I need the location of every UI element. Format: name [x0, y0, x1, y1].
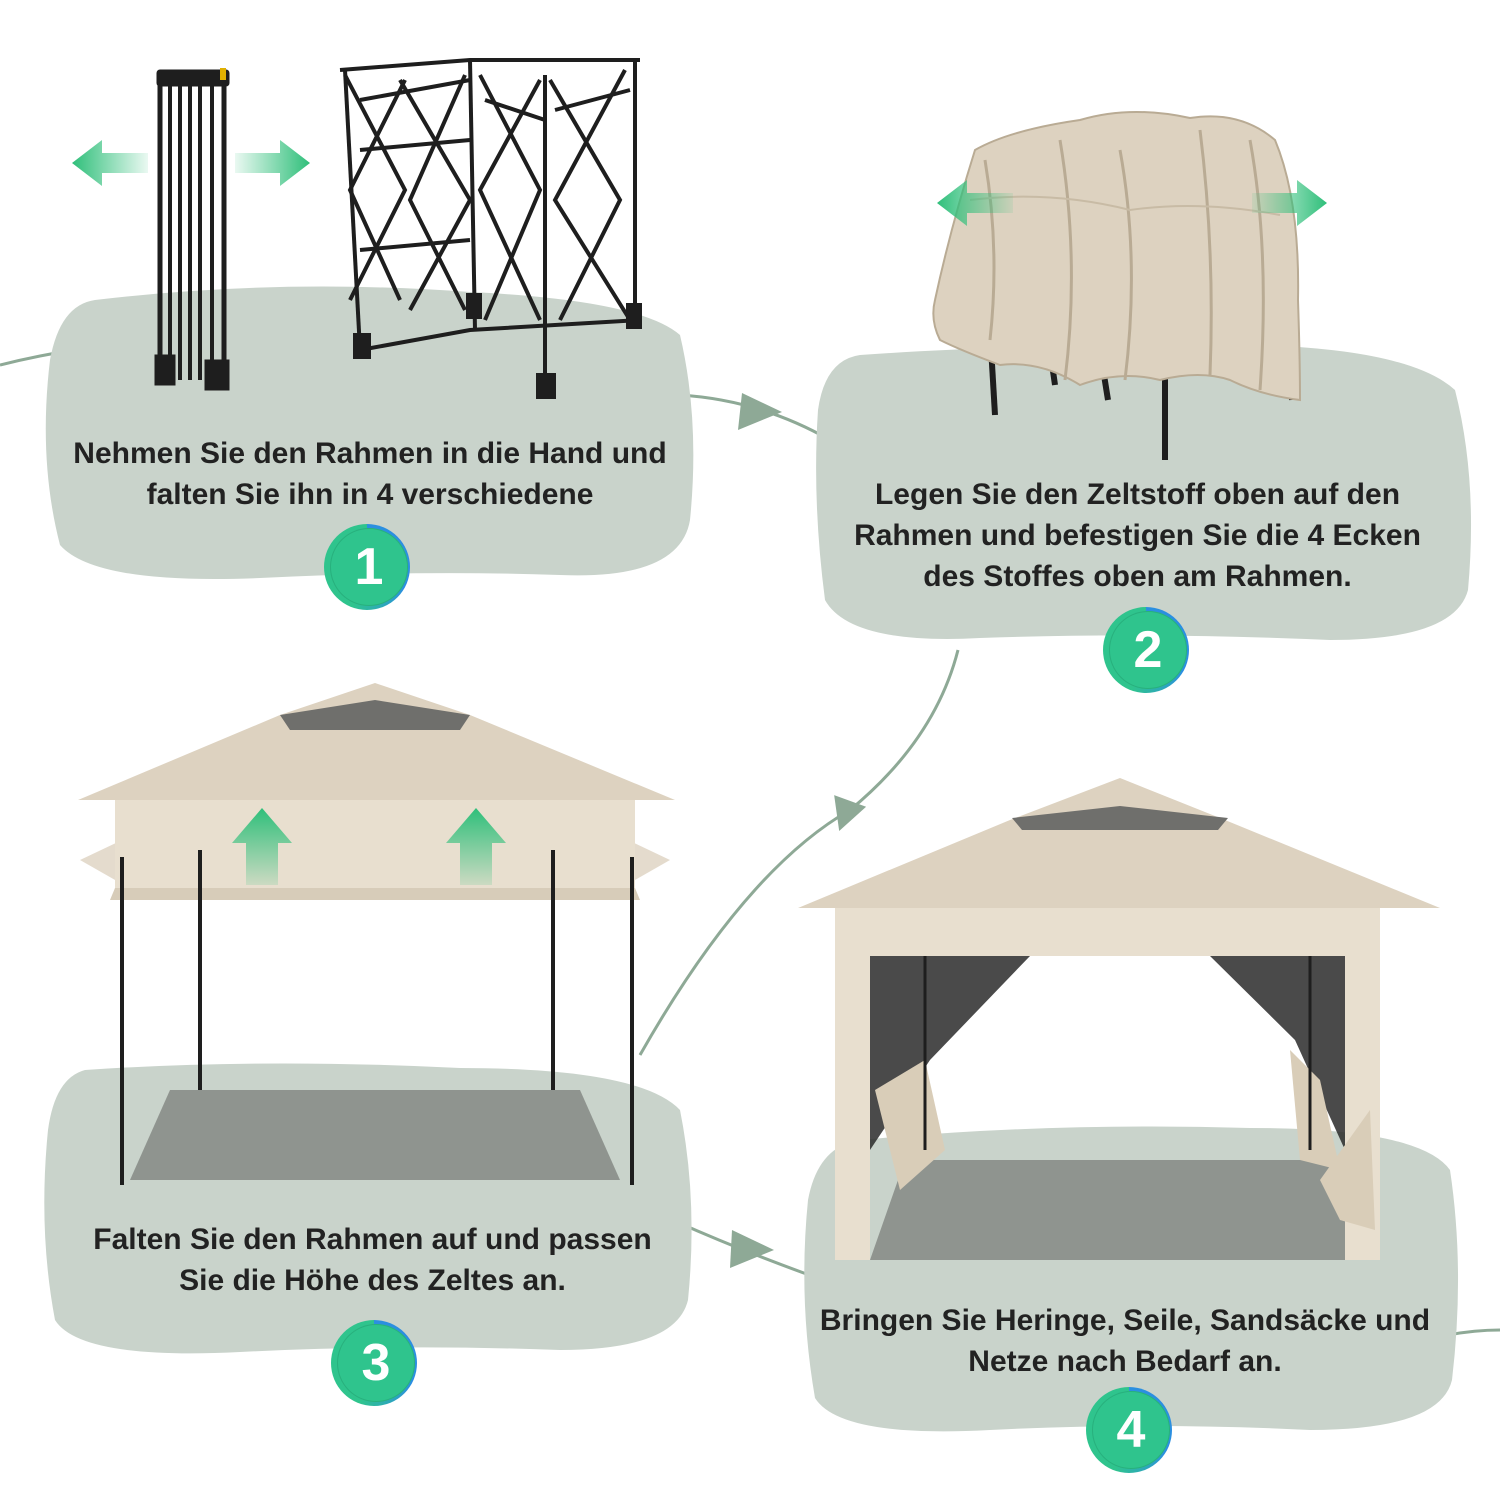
expanded-frame-icon: [339, 58, 642, 399]
step-2-number: 2: [1133, 621, 1163, 679]
step-1-caption: Nehmen Sie den Rahmen in die Hand und fa…: [73, 437, 667, 511]
gazebo-with-nets-icon: [798, 778, 1440, 1260]
step-2-caption: Legen Sie den Zeltstoff oben auf den Rah…: [854, 478, 1421, 593]
fabric-left-arrow-icon: [937, 180, 1013, 226]
step-4-badge: 4: [1086, 1387, 1172, 1473]
expand-right-arrow-icon: [235, 140, 310, 186]
fabric-on-frame-icon: [932, 110, 1302, 460]
raise-arrow-right-icon: [446, 808, 506, 885]
step-1-badge: 1: [324, 524, 410, 610]
folded-frame-icon: [154, 68, 230, 391]
step-3-caption: Falten Sie den Rahmen auf und passen Sie…: [93, 1223, 652, 1297]
step-2-blob: [816, 344, 1472, 640]
connector-arrowhead-1-2: [738, 393, 782, 430]
step-3-number: 3: [361, 1334, 391, 1392]
step-1-number: 1: [354, 538, 384, 596]
step-4-caption: Bringen Sie Heringe, Seile, Sandsäcke un…: [819, 1304, 1431, 1378]
step-4-number: 4: [1116, 1401, 1146, 1459]
expand-left-arrow-icon: [72, 140, 148, 186]
fabric-right-arrow-icon: [1252, 180, 1327, 226]
raise-canopy-icon: [78, 683, 675, 1185]
raise-arrow-left-icon: [232, 808, 292, 885]
connector-arrowhead-2-3: [834, 795, 867, 831]
step-3-badge: 3: [331, 1320, 417, 1406]
step-2-badge: 2: [1103, 607, 1189, 693]
connector-arrowhead-3-4: [730, 1230, 774, 1268]
